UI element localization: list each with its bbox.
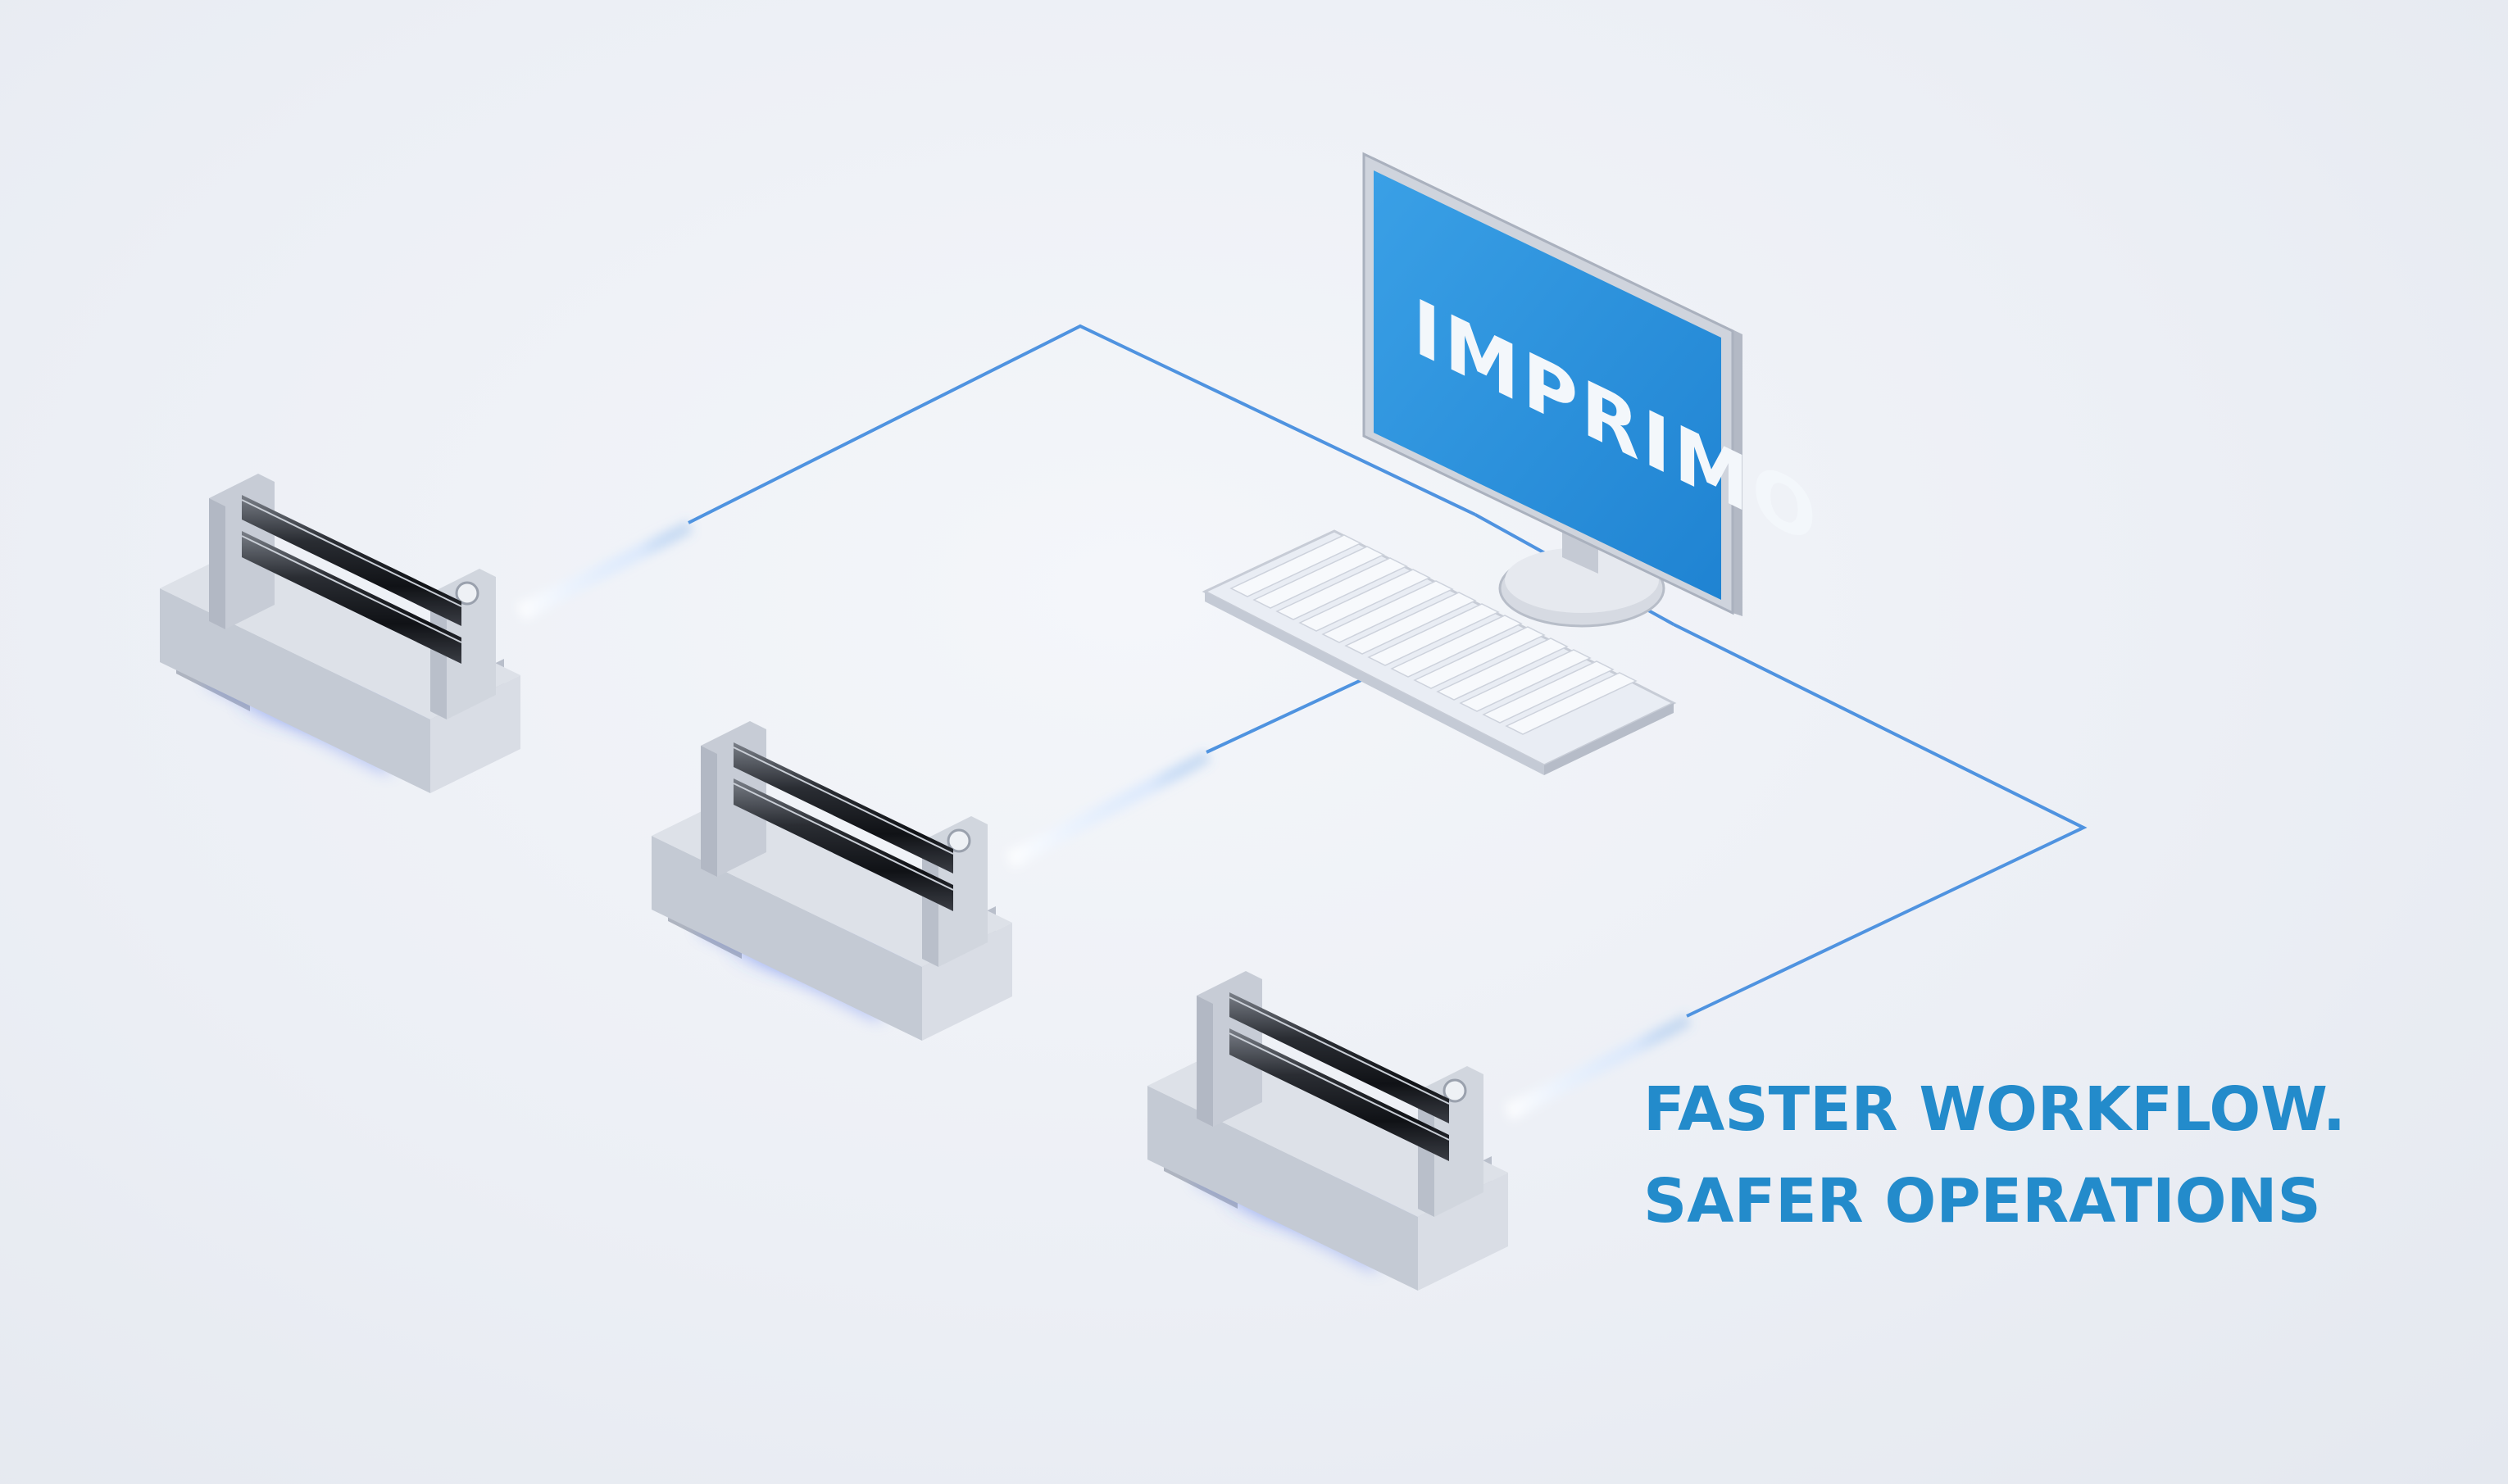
monitor-screen [1374, 170, 1721, 600]
printer-2 [652, 721, 1012, 1041]
beam-printer-3 [1505, 1013, 1692, 1121]
tagline: FASTER WORKFLOW. SAFER OPERATIONS [1643, 1064, 2346, 1247]
network-line-3 [1673, 623, 2088, 1018]
network-line-2 [1206, 677, 1365, 754]
printer-3 [1147, 971, 1508, 1291]
tagline-line-2: SAFER OPERATIONS [1643, 1166, 2321, 1237]
tagline-line-1: FASTER WORKFLOW. [1643, 1074, 2346, 1145]
printer-1 [160, 474, 520, 793]
keyboard [1202, 529, 1677, 775]
network-line-1 [688, 324, 1476, 524]
beam-printer-2 [1006, 749, 1211, 869]
monitor: IMPRIMO [1362, 152, 1820, 628]
beam-printer-1 [516, 520, 693, 621]
light-beams [516, 520, 1692, 1121]
keyboard-keys [1229, 534, 1638, 735]
